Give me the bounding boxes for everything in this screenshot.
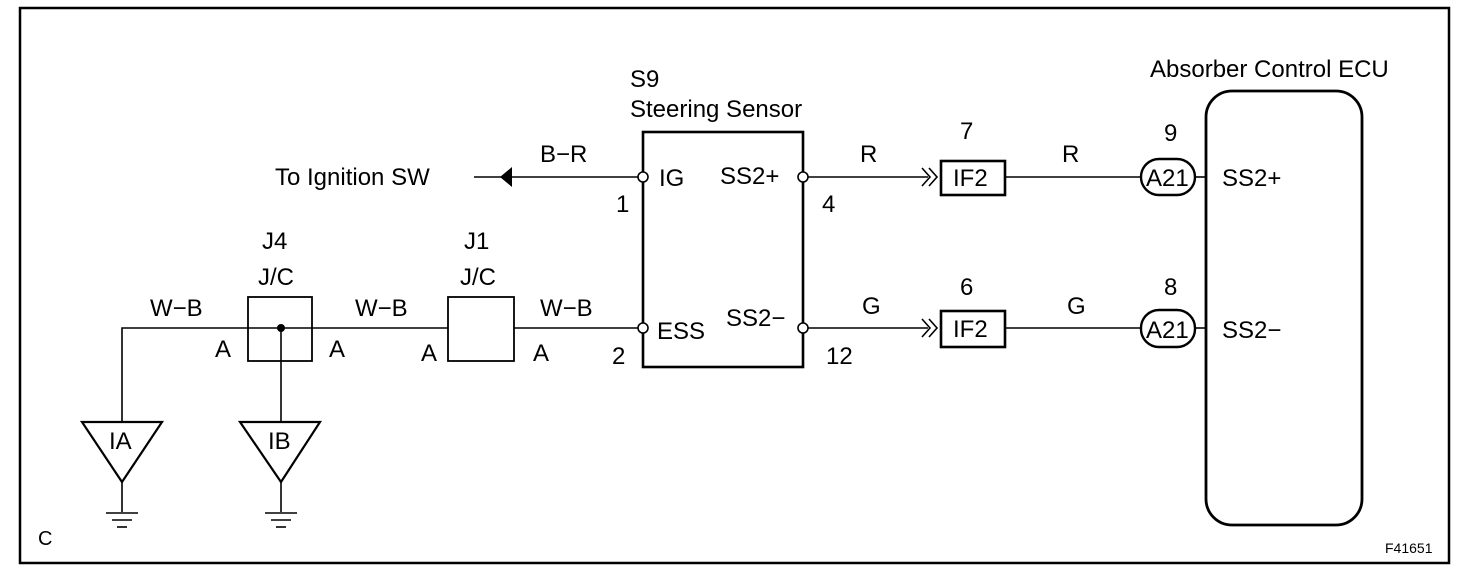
steering-sensor-box: [641, 130, 805, 369]
j4-code: J4: [262, 228, 287, 255]
wire-color-g-2: G: [1067, 293, 1086, 320]
ground-ib: IB: [237, 420, 323, 528]
ecu-terminal-ss2m: SS2−: [1222, 317, 1281, 344]
sensor-code: S9: [630, 66, 659, 93]
sensor-name: Steering Sensor: [630, 96, 802, 123]
sensor-terminal-ig: [637, 171, 649, 183]
junction-j1-box: [447, 296, 515, 362]
wire-color-wb-2: W−B: [355, 295, 408, 322]
connector-top-pin: 7: [960, 118, 973, 145]
connector-top-chevron-icon: [921, 167, 939, 187]
j4-type: J/C: [258, 264, 294, 291]
sensor-pin-name-ess: ESS: [657, 318, 705, 345]
sensor-pin-name-ss2m: SS2−: [726, 305, 785, 332]
corner-label: C: [38, 528, 52, 550]
ecu-name: Absorber Control ECU: [1150, 56, 1389, 83]
wire-color-r-2: R: [1062, 141, 1079, 168]
ground-ia-label: IA: [109, 428, 132, 455]
ecu-pin-8: 8: [1164, 274, 1177, 301]
ignition-arrow-icon: [500, 167, 512, 187]
ground-ib-triangle-icon: [237, 420, 323, 484]
sensor-terminal-ss2p: [797, 171, 809, 183]
connector-if2-bottom: [939, 309, 1007, 349]
ecu-connector-a21-top: [1139, 157, 1197, 197]
ground-ia-triangle-icon: [79, 420, 165, 484]
j1-right-pin: A: [533, 340, 549, 367]
j4-splice-dot: [277, 324, 285, 332]
wire-color-wb-3: W−B: [540, 295, 593, 322]
j1-code: J1: [464, 228, 489, 255]
wire-wb-1: [121, 327, 248, 422]
connector-if2-top: [939, 159, 1007, 197]
j4-left-pin: A: [215, 336, 231, 363]
sensor-pin-num-1: 1: [616, 191, 629, 218]
ignition-wire-color: B−R: [540, 141, 587, 168]
sensor-terminal-ess: [637, 322, 649, 334]
ignition-label: To Ignition SW: [275, 164, 430, 191]
ground-ib-label: IB: [268, 428, 291, 455]
sensor-pin-name-ss2p: SS2+: [720, 163, 779, 190]
diagram-frame: [18, 6, 1451, 565]
ecu-pin-9: 9: [1164, 120, 1177, 147]
connector-top-code: IF2: [953, 165, 988, 192]
ground-ia: IA: [79, 420, 165, 528]
sensor-pin-num-2: 2: [612, 343, 625, 370]
connector-bottom-code: IF2: [953, 316, 988, 343]
ecu-connector-a21-bottom: [1139, 308, 1197, 349]
connector-bottom-chevron-icon: [921, 318, 939, 338]
sensor-terminal-ss2m: [797, 322, 809, 334]
sensor-pin-num-12: 12: [826, 343, 853, 370]
wire-color-wb-1: W−B: [150, 295, 203, 322]
ecu-box: [1204, 89, 1364, 527]
j1-left-pin: A: [421, 340, 437, 367]
connector-bottom-pin: 6: [960, 274, 973, 301]
j1-type: J/C: [460, 264, 496, 291]
wire-color-g-1: G: [862, 293, 881, 320]
ecu-connector-top-code: A21: [1146, 165, 1189, 192]
figure-id: F41651: [1385, 540, 1433, 556]
sensor-pin-num-4: 4: [822, 191, 835, 218]
sensor-pin-name-ig: IG: [659, 165, 684, 192]
ecu-connector-bottom-code: A21: [1146, 317, 1189, 344]
j4-right-pin: A: [329, 336, 345, 363]
ecu-terminal-ss2p: SS2+: [1222, 165, 1281, 192]
wire-color-r-1: R: [860, 141, 877, 168]
junction-j4-box: [247, 296, 313, 362]
